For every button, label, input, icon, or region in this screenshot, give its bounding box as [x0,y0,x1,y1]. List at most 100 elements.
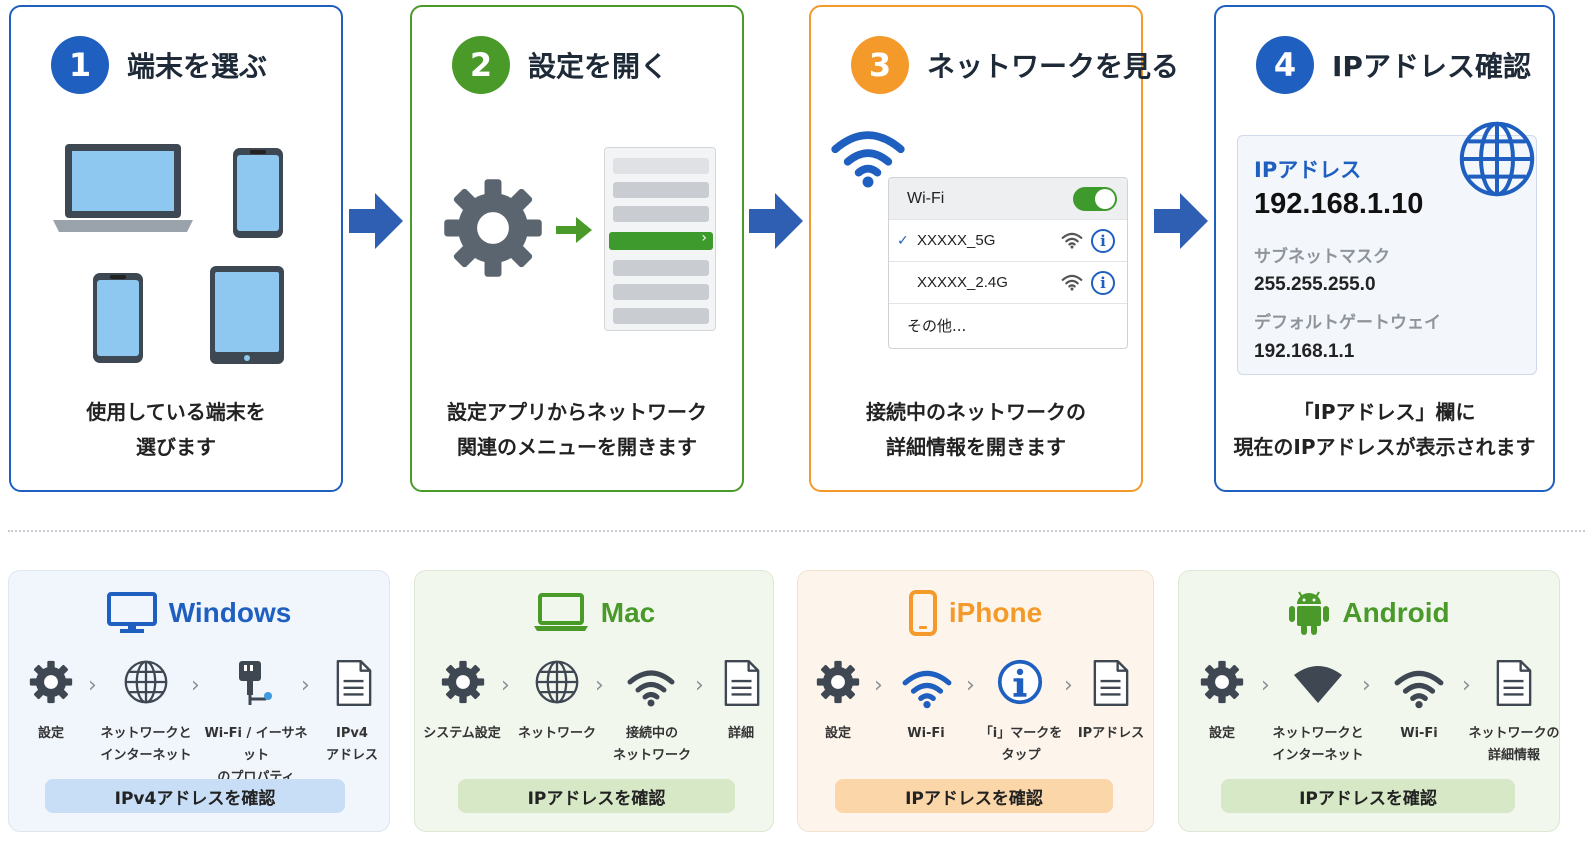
wifi-icon [1393,667,1445,709]
chevron-right-icon: › [191,673,200,698]
chevron-right-icon: › [501,673,510,698]
ethernet-plug-icon [239,661,272,705]
smartphone-icon [908,590,937,636]
step-card-3: 3 ネットワークを見る Wi-Fi ✓ XXXXX_5G i XXXXX_2.4… [809,5,1179,492]
step-description: 使用している端末を 選びます [86,400,266,459]
os-step-label: ネットワークと インターネット [1272,726,1364,763]
step-card-4: 4 IPアドレス確認 IPアドレス 192.168.1.10 サブネットマスク … [1214,5,1555,492]
chevron-right-icon: › [595,673,604,698]
step-header: 1 端末を選ぶ [51,35,267,95]
laptop-icon [533,593,588,631]
check-ip-button[interactable]: IPアドレスを確認 [458,779,735,813]
step-number: 3 [851,36,909,94]
wifi-wedge-icon [1294,666,1342,703]
document-icon [335,659,373,707]
check-ip-button[interactable]: IPv4アドレスを確認 [45,779,345,813]
network-name: XXXXX_5G [917,232,996,249]
os-name: Mac [600,597,656,628]
step-header: 4 IPアドレス確認 [1256,35,1531,95]
wifi-header-row: Wi-Fi [889,178,1127,220]
os-step-label: 接続中の ネットワーク [612,726,691,763]
os-step-label: ネットワーク [517,726,596,741]
settings-list-icon: › [604,147,716,331]
gear-icon [440,175,546,281]
step-title: 設定を開く [528,50,669,83]
os-step-label: Wi-Fi / イーサネット のプロパティ [204,726,308,785]
info-icon[interactable]: i [1091,229,1115,253]
check-icon: ✓ [897,232,909,249]
toggle-icon[interactable] [1073,187,1117,211]
step-description: 設定アプリからネットワーク 関連のメニューを開きます [447,400,707,459]
step-title: IPアドレス確認 [1332,50,1531,83]
other-networks-label: その他... [907,316,967,335]
wifi-network-list: Wi-Fi ✓ XXXXX_5G i XXXXX_2.4G i その他... [888,177,1128,349]
os-step-label: 設定 [37,726,64,741]
ip-address-label: IPアドレス [1254,158,1362,182]
step-header: 2 設定を開く [452,35,668,95]
arrow-right-icon [749,193,803,249]
arrow-right-icon [556,217,592,243]
chevron-right-icon: › [1261,673,1270,698]
document-icon [1092,659,1130,707]
laptop-icon [53,144,193,232]
wifi-other-row[interactable]: その他... [889,304,1127,346]
arrow-right-icon [1154,193,1208,249]
globe-icon [1457,119,1537,199]
wifi-icon [1061,231,1083,249]
os-step-label: Wi-Fi [907,726,945,741]
chevron-right-icon: › [1064,673,1073,698]
gear-icon [815,659,861,705]
gear-icon [440,659,486,705]
chevron-right-icon: › [301,673,310,698]
smartphone-icon [233,148,283,238]
chevron-right-icon: › [695,673,704,698]
gear-icon [28,659,74,705]
os-card-windows: Windows › › › 設定 ネットワークと インターネット Wi-Fi /… [8,570,390,832]
step-description: 「IPアドレス」欄に 現在のIPアドレスが表示されます [1233,400,1536,459]
os-step-label: 設定 [1208,726,1235,741]
os-step-label: Wi-Fi [1400,726,1438,741]
chevron-right-icon: › [1462,673,1471,698]
gear-icon [1199,659,1245,705]
check-ip-button[interactable]: IPアドレスを確認 [835,779,1113,813]
os-name: iPhone [948,597,1043,628]
default-gateway-label: デフォルトゲートウェイ [1254,313,1441,333]
check-ip-button[interactable]: IPアドレスを確認 [1221,779,1515,813]
wifi-icon [901,667,953,709]
chevron-right-icon: › [966,673,975,698]
wifi-network-row[interactable]: ✓ XXXXX_5G i [889,220,1127,262]
os-step-label: 詳細 [727,726,754,741]
subnet-mask-value: 255.255.255.0 [1254,274,1376,295]
os-header: Mac [415,591,773,635]
os-name: Android [1342,597,1450,628]
step-description: 接続中のネットワークの 詳細情報を開きます [866,400,1086,459]
monitor-icon [106,592,157,633]
wifi-network-row[interactable]: XXXXX_2.4G i [889,262,1127,304]
arrow-right-icon [349,193,403,249]
smartphone-icon [93,273,143,363]
os-card-iphone: iPhone › › › 設定 Wi-Fi 「i」マークを タップ IPアドレス… [797,570,1154,832]
info-icon[interactable]: i [1091,271,1115,295]
globe-icon [534,659,580,705]
default-gateway-value: 192.168.1.1 [1254,341,1355,362]
os-name: Windows [168,597,292,628]
os-step-label: IPv4 アドレス [325,726,378,763]
os-step-label: ネットワークと インターネット [100,726,192,763]
os-step-label: IPアドレス [1077,726,1145,741]
document-icon [723,659,761,707]
chevron-right-icon: › [88,673,97,698]
os-step-label: 設定 [824,726,851,741]
os-card-mac: Mac › › › システム設定 ネットワーク 接続中の ネットワーク 詳細 I… [414,570,774,832]
info-icon [997,659,1043,705]
step-title: 端末を選ぶ [127,50,268,83]
os-header: Android [1179,591,1559,635]
chevron-right-icon: › [874,673,883,698]
step-card-2: 2 設定を開く › 設定アプリからネットワーク 関連のメニューを開きます [410,5,744,492]
step-number: 2 [452,36,510,94]
wifi-header-label: Wi-Fi [907,189,945,207]
subnet-mask-label: サブネットマスク [1254,247,1390,267]
network-name: XXXXX_2.4G [917,274,1008,291]
wifi-icon [626,667,676,707]
step-number: 4 [1256,36,1314,94]
os-header: Windows [9,591,389,635]
